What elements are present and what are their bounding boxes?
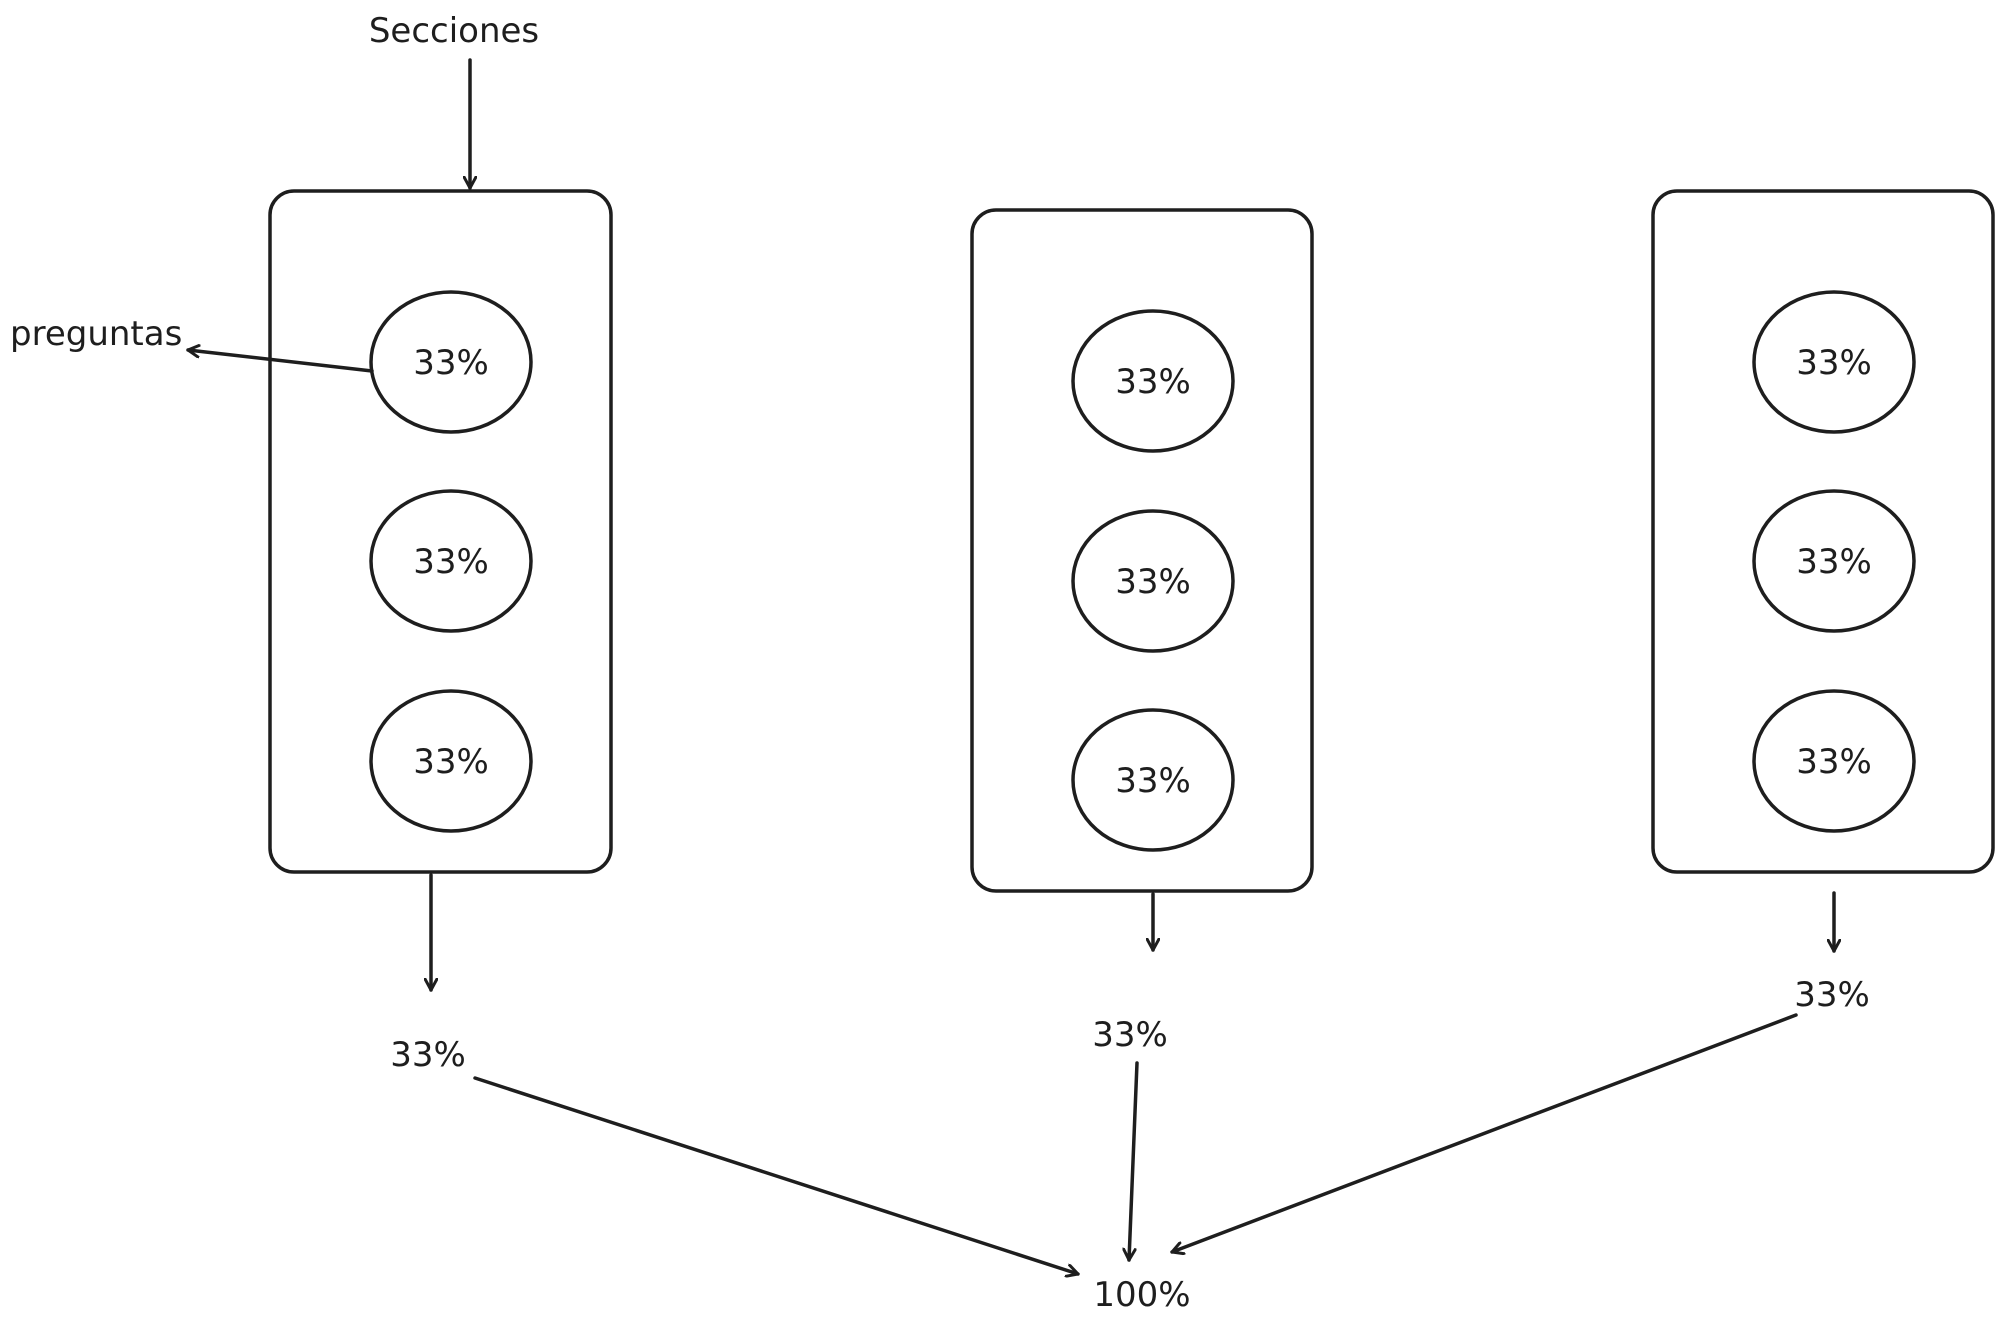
question-value: 33% [1796,542,1872,582]
question-value: 33% [1796,742,1872,782]
section-3: 33% 33% 33% 33% [1651,189,1995,1015]
section-result: 33% [1092,1015,1168,1055]
question-circle [369,290,533,434]
question-circle [1071,509,1235,653]
preguntas-label: preguntas [10,314,182,354]
question-circle [1752,290,1916,434]
question-value: 33% [413,343,489,383]
question-value: 33% [1115,761,1191,801]
question-circle [1071,309,1235,453]
section-2: 33% 33% 33% 33% [970,208,1314,1055]
question-value: 33% [1115,362,1191,402]
preguntas-arrow [186,350,374,373]
question-circle [369,689,533,833]
question-value: 33% [413,542,489,582]
section-box [268,189,613,874]
question-circle [1752,489,1916,633]
sum-arrow-3 [1170,1013,1798,1252]
question-circle [1752,689,1916,833]
section-1: 33% 33% 33% 33% [268,189,613,1075]
question-circle [369,489,533,633]
secciones-label: Secciones [369,11,539,51]
section-result: 33% [390,1035,466,1075]
section-box [1651,189,1995,874]
question-value: 33% [413,742,489,782]
section-box [970,208,1314,893]
total-value: 100% [1093,1275,1190,1315]
sum-arrow-1 [473,1076,1080,1274]
section-result: 33% [1794,975,1870,1015]
question-value: 33% [1796,343,1872,383]
sum-arrow-2 [1129,1061,1139,1262]
question-value: 33% [1115,562,1191,602]
question-circle [1071,708,1235,852]
